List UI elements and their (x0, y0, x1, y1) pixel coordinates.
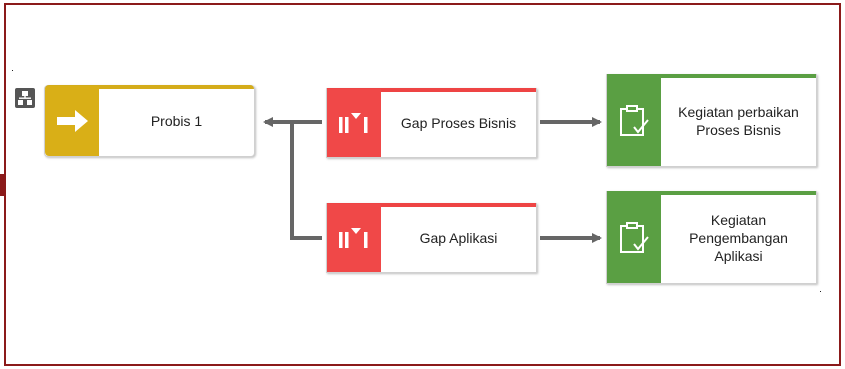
node-icon-block (327, 204, 381, 272)
node-top-bar (607, 191, 816, 195)
node-top-bar (45, 85, 254, 89)
hierarchy-icon[interactable] (15, 88, 35, 108)
diagram-frame (4, 3, 841, 366)
node-top-bar (607, 74, 816, 78)
node-label: Gap Aplikasi (419, 230, 498, 246)
node-gap-aplikasi[interactable]: Gap Aplikasi (326, 203, 537, 273)
node-icon-block (327, 89, 381, 157)
node-top-bar (327, 88, 536, 92)
clipboard-check-icon (620, 105, 649, 136)
node-label: Probis 1 (150, 113, 203, 129)
node-icon-block (607, 192, 661, 283)
connector-gap-aplikasi-to-probis (290, 122, 322, 240)
node-gap-proses-bisnis[interactable]: Gap Proses Bisnis (326, 88, 537, 158)
node-probis[interactable]: Probis 1 (44, 85, 255, 157)
arrow-right-icon (57, 110, 88, 132)
marker-dot (12, 70, 13, 71)
node-label: Kegiatan Pengembangan Aplikasi (689, 211, 788, 264)
node-kegiatan-pengembangan-aplikasi[interactable]: Kegiatan Pengembangan Aplikasi (606, 191, 817, 284)
marker-dot (820, 291, 821, 292)
node-label: Gap Proses Bisnis (400, 115, 517, 131)
node-icon-block (45, 86, 99, 156)
frame-side-tab (0, 174, 4, 196)
gap-icon (339, 113, 368, 133)
node-label: Kegiatan perbaikan Proses Bisnis (678, 103, 799, 138)
gap-icon (339, 228, 368, 248)
node-icon-block (607, 75, 661, 166)
node-top-bar (327, 203, 536, 207)
node-kegiatan-perbaikan-proses-bisnis[interactable]: Kegiatan perbaikan Proses Bisnis (606, 74, 817, 167)
clipboard-check-icon (620, 222, 649, 253)
